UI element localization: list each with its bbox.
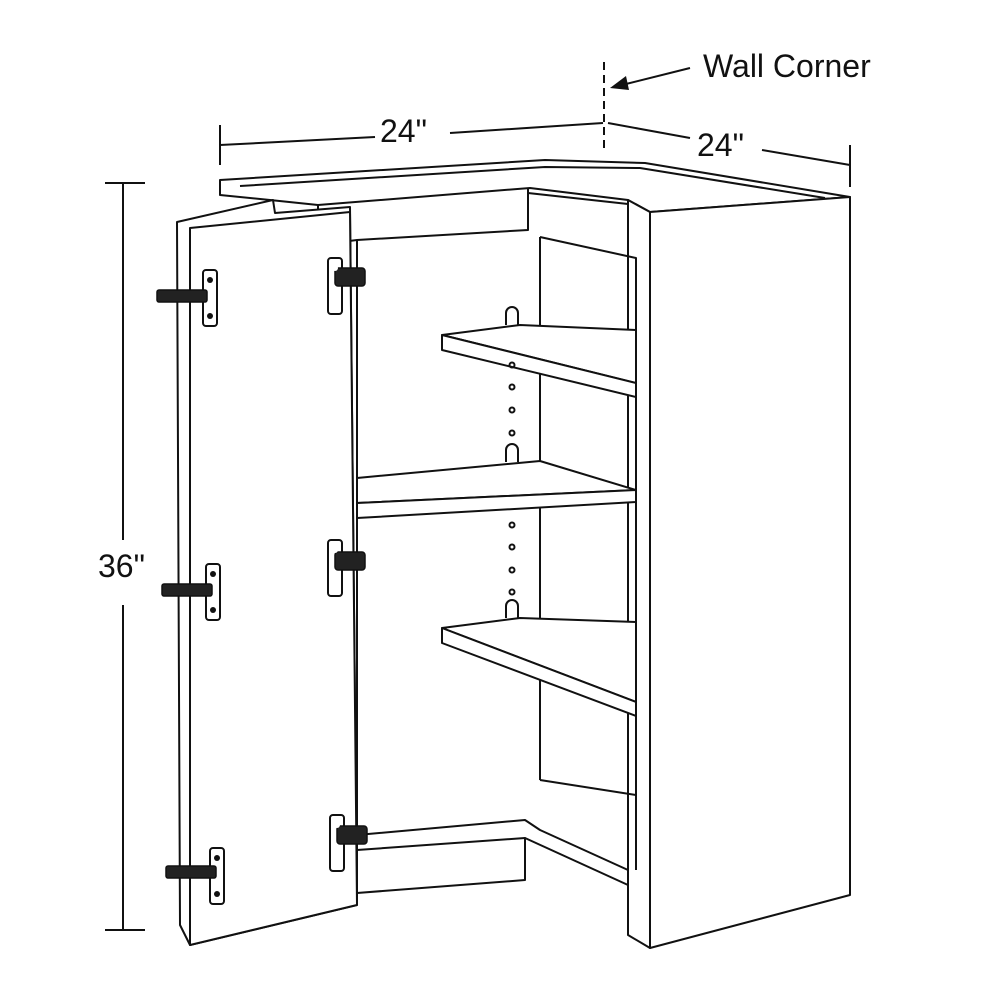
cabinet-door[interactable] [176, 199, 358, 946]
hinge-icon [161, 539, 366, 621]
width-left-label: 24" [380, 113, 427, 149]
width-right-label: 24" [697, 127, 744, 163]
wall-corner-marker [603, 62, 691, 150]
dimension-width-left [219, 122, 604, 165]
cabinet-body [219, 159, 851, 949]
wall-corner-label: Wall Corner [703, 48, 871, 84]
dimension-width-right [607, 122, 851, 187]
hinge-icon [165, 814, 368, 905]
hinge-icon [156, 257, 366, 327]
height-label: 36" [98, 548, 145, 584]
hinges [156, 257, 368, 905]
dimension-height [105, 182, 145, 931]
shelf-pin-holes [505, 306, 519, 618]
